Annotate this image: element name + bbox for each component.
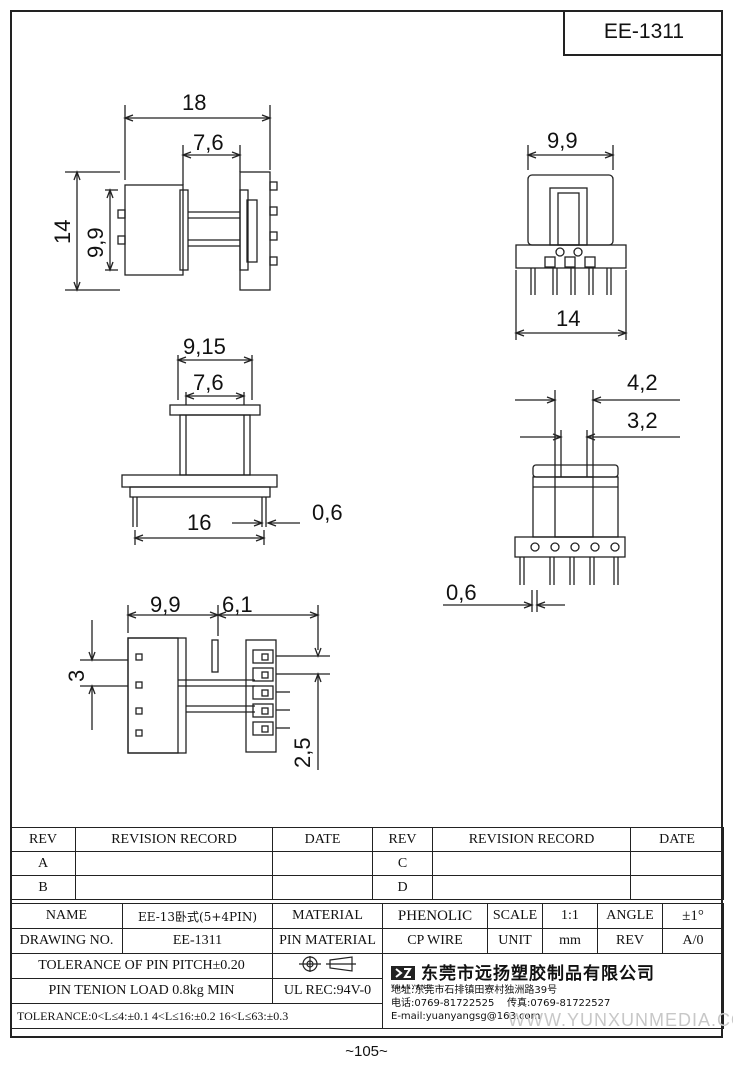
rev-label: REV — [597, 928, 663, 954]
scale-label: SCALE — [487, 903, 543, 929]
dim-9-15: 9,15 — [183, 334, 226, 359]
drawing-no-label: DRAWING NO. — [10, 928, 123, 954]
record-cell — [432, 875, 631, 900]
dim-9-9-bottom: 9,9 — [150, 592, 181, 617]
date-cell — [272, 875, 373, 900]
dim-3-2: 3,2 — [627, 408, 658, 433]
revision-header-row: REV REVISION RECORD DATE REV REVISION RE… — [10, 827, 724, 852]
rev-header: REV — [10, 827, 76, 852]
revision-record-header: REVISION RECORD — [75, 827, 273, 852]
date-header: DATE — [272, 827, 373, 852]
name-label: NAME — [10, 903, 123, 929]
revision-record-header: REVISION RECORD — [432, 827, 631, 852]
watermark: WWW.YUNXUNMEDIA.COM — [508, 1010, 733, 1030]
drawing-no-value: EE-1311 — [122, 928, 273, 954]
dim-6-1: 6,1 — [222, 592, 253, 617]
view-mid-right — [443, 390, 680, 612]
dim-9-9-top-right: 9,9 — [547, 128, 578, 153]
ul-rec: UL REC:94V-0 — [272, 978, 383, 1004]
unit-label: UNIT — [487, 928, 543, 954]
dim-9-9-left: 9,9 — [83, 227, 108, 258]
projection-symbol — [272, 953, 383, 979]
table-row: TOLERANCE:0<L≤4:±0.1 4<L≤16:±0.2 16<L≤63… — [10, 1003, 724, 1029]
company-email: E-mail:yuanyangsg@163.com — [391, 1011, 541, 1022]
dim-4-2: 4,2 — [627, 370, 658, 395]
rev-cell: D — [372, 875, 433, 900]
dim-14-right: 14 — [556, 306, 580, 331]
tolerance-pitch: TOLERANCE OF PIN PITCH±0.20 — [10, 953, 273, 979]
record-cell — [75, 875, 273, 900]
rev-cell: B — [10, 875, 76, 900]
table-row: A C — [10, 851, 724, 876]
company-address: 地址:东莞市石排镇田寮村独洲路39号 — [391, 985, 558, 996]
dim-14-left: 14 — [50, 220, 75, 244]
rev-value: A/0 — [662, 928, 724, 954]
revision-table: REV REVISION RECORD DATE REV REVISION RE… — [10, 827, 724, 900]
drawing-sheet — [10, 10, 723, 1038]
dim-16: 16 — [187, 510, 211, 535]
pin-material-label: PIN MATERIAL — [272, 928, 383, 954]
dim-0-6-mid: 0,6 — [312, 500, 343, 525]
material-value: PHENOLIC — [382, 903, 488, 929]
dim-0-6-right: 0,6 — [446, 580, 477, 605]
dim-18: 18 — [182, 90, 206, 115]
rev-cell: A — [10, 851, 76, 876]
angle-label: ANGLE — [597, 903, 663, 929]
part-number-title: EE-1311 — [563, 10, 723, 56]
company-phone: 电话:0769-81722525 — [391, 998, 495, 1009]
dim-2-5: 2,5 — [290, 737, 315, 768]
first-angle-projection-icon — [298, 955, 356, 972]
date-cell — [630, 875, 724, 900]
dim-7-6-mid: 7,6 — [193, 370, 224, 395]
angle-value: ±1° — [662, 903, 724, 929]
table-row: B D — [10, 875, 724, 900]
name-value: EE-13卧式(5+4PIN) — [122, 903, 273, 929]
view-top-right — [514, 145, 628, 340]
date-header: DATE — [630, 827, 724, 852]
company-fax: 传真:0769-81722527 — [507, 998, 611, 1009]
date-cell — [630, 851, 724, 876]
table-row: PIN TENION LOAD 0.8kg MIN UL REC:94V-0 — [10, 978, 724, 1004]
technical-drawing: 18 7,6 14 9,9 9,9 14 — [50, 90, 680, 770]
view-mid-left — [121, 355, 300, 545]
table-row: NAME EE-13卧式(5+4PIN) MATERIAL PHENOLIC S… — [10, 903, 724, 929]
scale-value: 1:1 — [542, 903, 598, 929]
page-number: ~105~ — [345, 1043, 388, 1060]
record-cell — [432, 851, 631, 876]
company-name: 东莞市远扬塑胶制品有限公司 — [421, 964, 655, 984]
rev-cell: C — [372, 851, 433, 876]
rev-header: REV — [372, 827, 433, 852]
dim-7-6-top: 7,6 — [193, 130, 224, 155]
date-cell — [272, 851, 373, 876]
pin-material-value: CP WIRE — [382, 928, 488, 954]
material-label: MATERIAL — [272, 903, 383, 929]
pin-tension: PIN TENION LOAD 0.8kg MIN — [10, 978, 273, 1004]
table-row: TOLERANCE OF PIN PITCH±0.20 YUANYANG 东莞市… — [10, 953, 724, 1029]
view-bottom-left — [80, 605, 330, 770]
record-cell — [75, 851, 273, 876]
title-block: NAME EE-13卧式(5+4PIN) MATERIAL PHENOLIC S… — [10, 903, 724, 1029]
tolerance-ranges: TOLERANCE:0<L≤4:±0.1 4<L≤16:±0.2 16<L≤63… — [10, 1003, 383, 1029]
unit-value: mm — [542, 928, 598, 954]
view-top-left — [65, 105, 278, 292]
company-logo-icon: YUANYANG — [391, 966, 431, 991]
dim-3: 3 — [64, 670, 89, 682]
table-row: DRAWING NO. EE-1311 PIN MATERIAL CP WIRE… — [10, 928, 724, 954]
company-block: YUANYANG 东莞市远扬塑胶制品有限公司 地址:东莞市石排镇田寮村独洲路39… — [382, 953, 724, 1029]
